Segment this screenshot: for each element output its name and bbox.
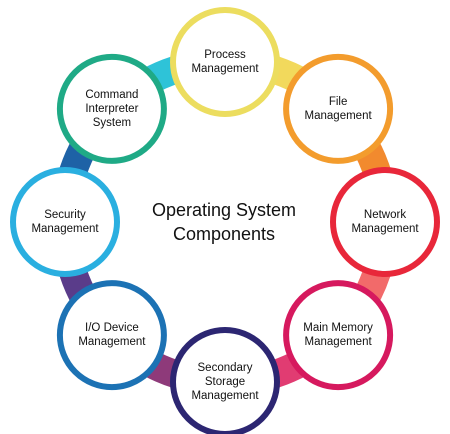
node-main-memory-management: Main Memory Management: [288, 321, 388, 349]
node-network-management: Network Management: [335, 208, 435, 236]
component-circle: [283, 53, 394, 164]
node-label-line: Storage: [204, 376, 246, 388]
component-circle: [10, 167, 120, 277]
node-security-management: Security Management: [15, 208, 115, 236]
node-label-line: Management: [78, 336, 146, 349]
component-circle: [170, 7, 280, 117]
node-label-line: File: [328, 95, 348, 108]
node-label-line: I/O Device: [85, 322, 139, 335]
node-process-management: Process Management: [175, 48, 275, 76]
component-circle: [330, 167, 440, 277]
component-circle: [170, 327, 280, 434]
node-label-line: Secondary: [197, 362, 253, 374]
node-io-device-management: I/O Device Management: [62, 321, 162, 349]
node-label-line: Management: [304, 109, 372, 122]
node-label-line: Main Memory: [303, 322, 373, 335]
node-file-management: File Management: [288, 95, 388, 123]
node-label-line: System: [92, 116, 132, 129]
node-label-line: Process: [204, 49, 246, 61]
node-secondary-storage-management: Secondary Storage Management: [175, 361, 275, 403]
diagram-title: Operating System Components: [124, 198, 324, 246]
node-label-line: Management: [31, 223, 99, 235]
node-label-line: Interpreter: [85, 102, 139, 115]
component-circle: [56, 53, 167, 164]
node-command-interpreter-system: Command Interpreter System: [62, 88, 162, 130]
node-label-line: Management: [304, 336, 372, 349]
component-circles: [10, 7, 440, 434]
diagram-title-line-1: Operating System: [151, 200, 297, 220]
node-label-line: Management: [191, 390, 259, 402]
component-circle: [283, 280, 394, 391]
node-label-line: Management: [351, 223, 419, 235]
node-label-line: Management: [191, 63, 259, 75]
node-label-line: Command: [85, 88, 139, 101]
node-label-line: Network: [363, 209, 407, 221]
node-label-line: Security: [44, 209, 86, 221]
component-circle: [56, 280, 167, 391]
diagram-title-line-2: Components: [172, 224, 276, 244]
